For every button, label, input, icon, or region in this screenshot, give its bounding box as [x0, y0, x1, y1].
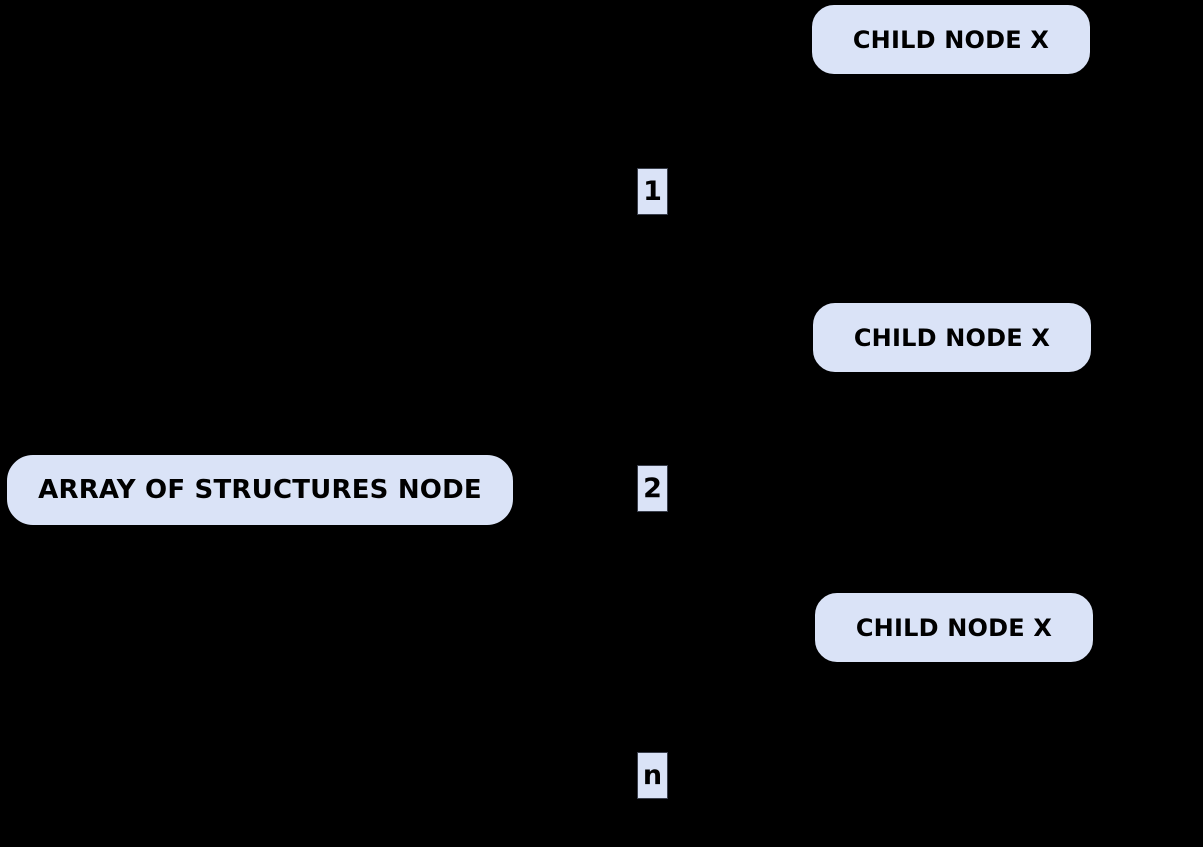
edge-label-1-text: 1	[643, 176, 662, 207]
edge-parent-to-child-1	[512, 217, 653, 479]
edge-parent-to-child-3	[512, 488, 653, 491]
edge-parent-to-child-2	[667, 41, 813, 191]
edge-label-2-text: 2	[643, 473, 662, 504]
child-node-3-label: CHILD NODE X	[855, 613, 1053, 642]
child-node-2[interactable]: CHILD NODE X	[813, 303, 1091, 372]
edge-label-2: 2	[637, 465, 668, 512]
child-node-1[interactable]: CHILD NODE X	[812, 5, 1090, 74]
edge-parent-to-child-n	[512, 501, 653, 763]
array-of-structures-node[interactable]: ARRAY OF STRUCTURES NODE	[7, 455, 513, 525]
edge-label-1: 1	[637, 168, 668, 215]
array-of-structures-node-label: ARRAY OF STRUCTURES NODE	[38, 475, 482, 505]
edge-label-n: n	[637, 752, 668, 799]
child-node-1-label: CHILD NODE X	[852, 25, 1050, 54]
edge-label2-to-child-2	[667, 349, 814, 490]
child-node-2-label: CHILD NODE X	[853, 323, 1051, 352]
edge-label-n-text: n	[642, 760, 663, 791]
child-node-3[interactable]: CHILD NODE X	[815, 593, 1093, 662]
edge-labeln-to-child-3	[667, 649, 816, 781]
